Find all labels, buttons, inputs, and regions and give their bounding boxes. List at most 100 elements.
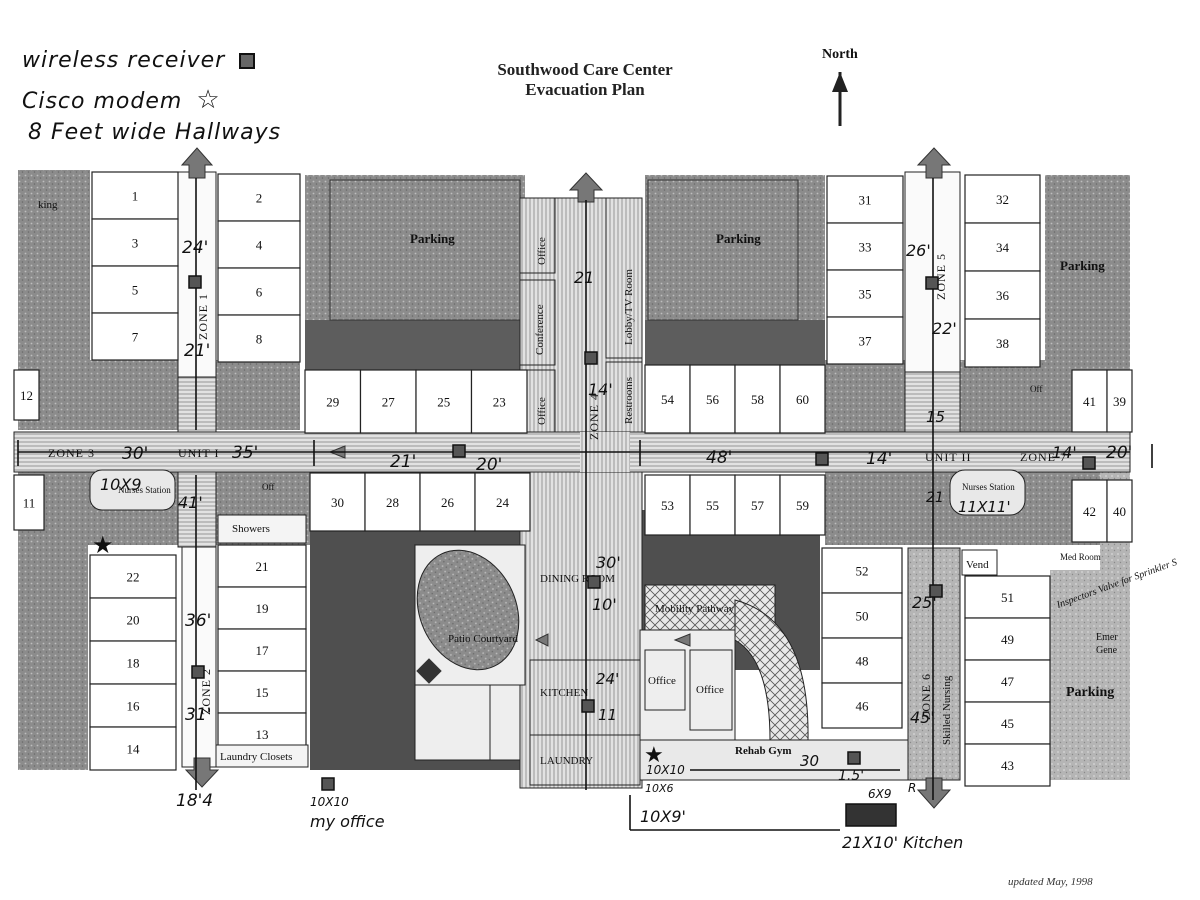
office-label-top: Office bbox=[536, 237, 548, 265]
room-number: 7 bbox=[132, 330, 139, 345]
m-10x10a: 10X10 bbox=[646, 763, 685, 777]
room-number: 45 bbox=[1001, 716, 1014, 731]
room-number: 59 bbox=[796, 498, 809, 513]
room-40 bbox=[1106, 479, 1133, 543]
room-number: 27 bbox=[382, 395, 396, 410]
room-number: 5 bbox=[132, 283, 139, 298]
room-se-right bbox=[964, 743, 1051, 787]
room-sw-left bbox=[89, 597, 177, 642]
room-west-left bbox=[91, 171, 179, 220]
room-number: 32 bbox=[996, 192, 1009, 207]
room-number: 4 bbox=[256, 238, 263, 253]
zone-6-label: ZONE 6 bbox=[919, 673, 933, 720]
patio-label: Patio Courtyard bbox=[448, 633, 518, 645]
my-office-label: my office bbox=[310, 812, 385, 831]
room-number: 24 bbox=[496, 495, 510, 510]
m-22: 22' bbox=[932, 319, 957, 338]
room-se-left bbox=[821, 592, 903, 639]
nurses-station-west: Nurses Station bbox=[118, 485, 171, 495]
room-number: 31 bbox=[859, 193, 872, 208]
north-arrow: North bbox=[822, 47, 858, 126]
m-25: 25' bbox=[912, 593, 937, 612]
room-number: 11 bbox=[23, 496, 36, 511]
laundry-closets-label: Laundry Closets bbox=[220, 751, 292, 763]
parking-areas: Parking Parking Parking Parking king bbox=[38, 179, 1114, 700]
hand-marks bbox=[17, 178, 1153, 831]
m-15a: 15 bbox=[926, 408, 945, 426]
zone-7-label: ZONE 7 bbox=[1020, 450, 1067, 464]
room-north-center-right bbox=[734, 364, 781, 434]
m-21c: 21 bbox=[574, 268, 594, 287]
room-number: 46 bbox=[856, 699, 870, 714]
room-south-center-right bbox=[734, 474, 781, 536]
room-east-right bbox=[964, 222, 1041, 272]
room-number: 49 bbox=[1001, 632, 1014, 647]
room-se-left bbox=[821, 682, 903, 729]
room-number: 53 bbox=[661, 498, 674, 513]
room-number: 16 bbox=[127, 699, 141, 714]
room-west-left bbox=[91, 312, 179, 361]
room-12 bbox=[13, 369, 40, 421]
wireless-receiver-icon bbox=[584, 351, 598, 365]
kitchen-dimensions-label: 21X10' Kitchen bbox=[842, 833, 963, 852]
updated-note: updated May, 1998 bbox=[1008, 876, 1093, 888]
m-45: 45' bbox=[910, 708, 935, 727]
m-14c: 14' bbox=[1052, 443, 1077, 462]
room-number: 17 bbox=[256, 643, 270, 658]
zone-1-label: ZONE 1 bbox=[196, 293, 210, 340]
parking-label-3: Parking bbox=[1060, 258, 1105, 273]
room-number: 22 bbox=[127, 570, 140, 585]
plan-title-line1: Southwood Care Center bbox=[497, 60, 673, 79]
m-10x10b: 10X10 bbox=[310, 795, 349, 809]
room-number: 8 bbox=[256, 332, 263, 347]
central-core: Office Conference Office Lobby/TV Room R… bbox=[519, 197, 643, 789]
room-number: 23 bbox=[493, 395, 506, 410]
room-number: 37 bbox=[859, 334, 873, 349]
zone-2-label: ZONE 2 bbox=[199, 668, 213, 715]
room-north-center-right bbox=[689, 364, 736, 434]
exit-arrows bbox=[180, 147, 952, 809]
room-number: 40 bbox=[1113, 504, 1126, 519]
plan-title: Southwood Care Center Evacuation Plan bbox=[440, 60, 730, 100]
room-north-center-left bbox=[415, 369, 473, 434]
room-west-left bbox=[91, 218, 179, 267]
unit-1-label: UNIT I bbox=[178, 446, 219, 460]
vend-label: Vend bbox=[966, 559, 989, 571]
room-south-center-right bbox=[689, 474, 736, 536]
room-11 bbox=[13, 474, 45, 531]
m-10: 10' bbox=[592, 595, 617, 614]
m-24b: 24' bbox=[596, 670, 619, 688]
room-number: 2 bbox=[256, 191, 263, 206]
room-number: 55 bbox=[706, 498, 719, 513]
room-east-left bbox=[826, 316, 904, 365]
room-west-right bbox=[217, 220, 301, 269]
m-10x9a: 10X9 bbox=[100, 475, 142, 494]
room-number: 12 bbox=[20, 388, 33, 403]
room-number: 48 bbox=[856, 654, 869, 669]
room-west-right bbox=[217, 267, 301, 316]
room-number: 33 bbox=[859, 240, 872, 255]
room-number: 47 bbox=[1001, 674, 1015, 689]
room-west-left bbox=[91, 265, 179, 314]
plan-title-line2: Evacuation Plan bbox=[525, 80, 645, 99]
skilled-nursing-label: Skilled Nursing bbox=[941, 675, 953, 745]
unit-2-label: UNIT II bbox=[925, 450, 971, 464]
room-number: 21 bbox=[256, 559, 269, 574]
m-21d: 21 bbox=[926, 490, 944, 506]
room-number: 25 bbox=[437, 395, 450, 410]
room-number: 15 bbox=[256, 685, 269, 700]
wireless-receiver-icon bbox=[587, 575, 601, 589]
room-number: 35 bbox=[859, 287, 872, 302]
room-number: 3 bbox=[132, 236, 139, 251]
parking-label-1: Parking bbox=[410, 231, 455, 246]
room-west-right bbox=[217, 173, 301, 222]
m-30c: 30 bbox=[800, 752, 819, 770]
room-number: 43 bbox=[1001, 758, 1014, 773]
emer-label: Emer bbox=[1096, 632, 1118, 643]
wireless-receiver-icon bbox=[452, 444, 466, 458]
gene-label: Gene bbox=[1096, 645, 1118, 656]
room-number: 54 bbox=[661, 392, 675, 407]
m-26: 26' bbox=[906, 241, 931, 260]
